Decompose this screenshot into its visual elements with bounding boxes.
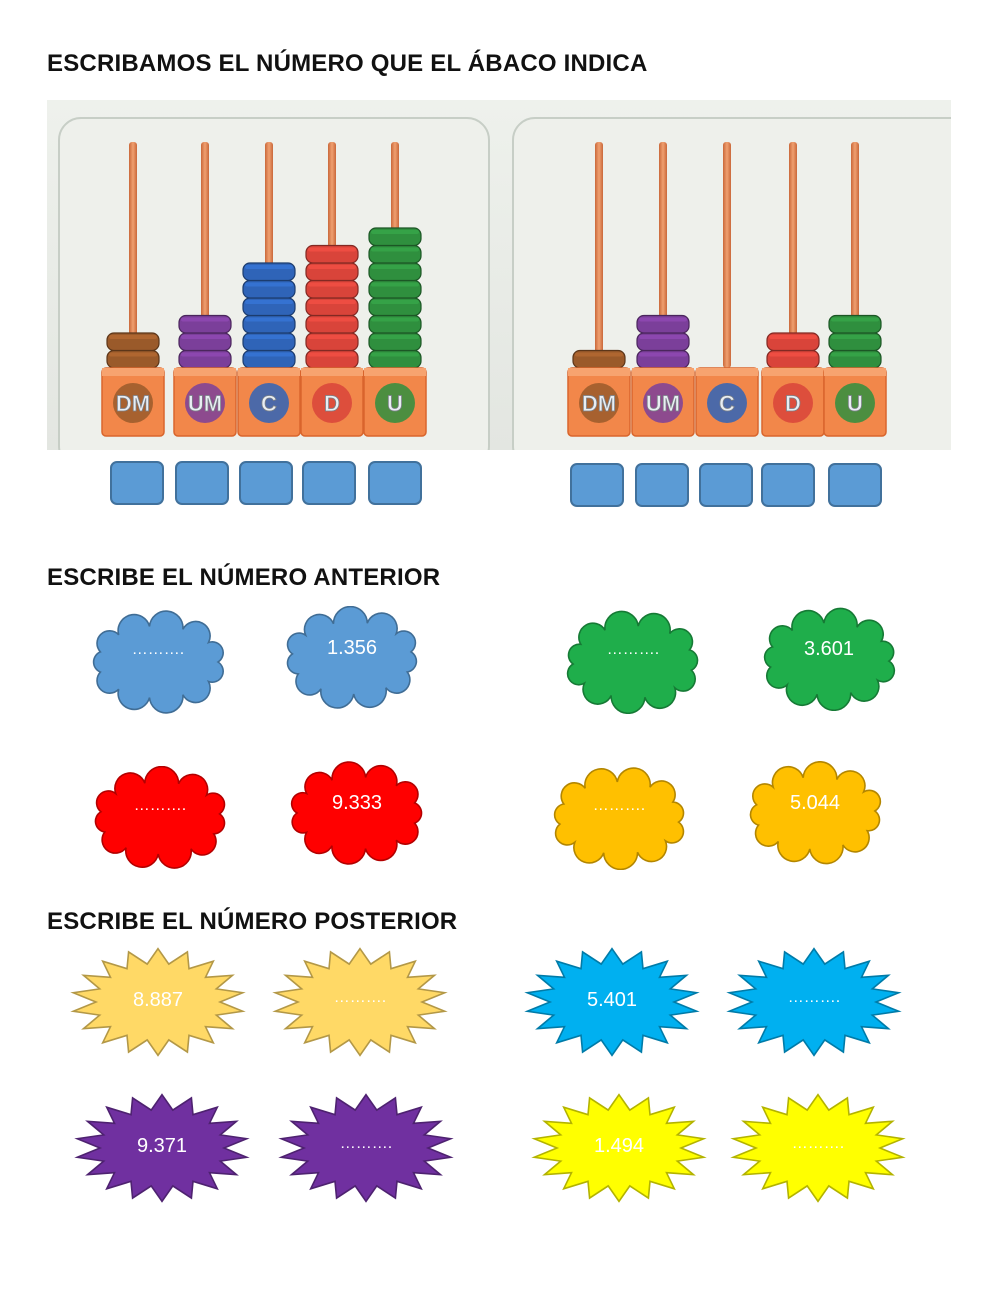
cloud-answer-blank[interactable]: ………. [131,641,185,658]
answer-box-left-c[interactable] [239,461,293,505]
cloud-shape [286,606,418,709]
cloud-given-number: 5.044 [789,792,841,814]
place-label: D [324,391,340,416]
abacus-column-right-d: D [761,142,825,437]
cloud-shape [566,610,699,714]
place-label: UM [188,391,222,416]
cloud-given-number: 3.601 [803,638,855,660]
answer-box-left-dm[interactable] [110,461,164,505]
cloud-shape [763,607,896,711]
abacus-column-left-c: C [237,142,301,437]
burst-shape [272,947,448,1057]
burst-answer-blank[interactable]: ………. [787,989,841,1006]
next-number-section-title: ESCRIBE EL NÚMERO POSTERIOR [47,908,458,935]
answer-box-left-d[interactable] [302,461,356,505]
burst-answer-blank[interactable]: ………. [333,989,387,1006]
place-label: U [847,391,863,416]
burst-shape [730,1093,906,1203]
abacus-column-left-dm: DM [101,142,165,437]
abacus-column-right-c: C [695,142,759,437]
abacus-column-left-u: U [363,142,427,437]
answer-box-left-u[interactable] [368,461,422,505]
cloud-given-number: 9.333 [331,792,383,814]
cloud-shape [92,610,224,714]
answer-box-left-um[interactable] [175,461,229,505]
abacus-column-right-um: UM [631,142,695,437]
burst-given-number: 9.371 [136,1135,188,1157]
answer-box-right-c[interactable] [699,463,753,507]
place-label: C [719,391,735,416]
abacus-column-left-d: D [300,142,364,437]
answer-box-right-um[interactable] [635,463,689,507]
place-label: C [261,391,277,416]
cloud-shape [94,766,226,869]
burst-given-number: 8.887 [132,989,184,1011]
cloud-answer-blank[interactable]: ………. [592,797,646,814]
abacus-photo: DM UM C D U DM UM C D U [47,100,951,450]
burst-shape [531,1093,707,1203]
answer-box-right-u[interactable] [828,463,882,507]
place-label: UM [646,391,680,416]
burst-shape [726,947,902,1057]
answer-box-right-dm[interactable] [570,463,624,507]
burst-shape [74,1093,250,1203]
answer-box-right-d[interactable] [761,463,815,507]
cloud-shape [290,761,423,865]
abacus-column-right-u: U [823,142,887,437]
cloud-answer-blank[interactable]: ………. [606,641,660,658]
cloud-given-number: 1.356 [326,637,378,659]
abacus-column-right-dm: DM [567,142,631,437]
burst-answer-blank[interactable]: ………. [791,1135,845,1152]
burst-shape [70,947,246,1057]
cloud-answer-blank[interactable]: ………. [133,797,187,814]
cloud-shape [749,761,882,865]
burst-answer-blank[interactable]: ………. [339,1135,393,1152]
burst-given-number: 1.494 [593,1135,645,1157]
place-label: DM [116,391,150,416]
cloud-shape [553,767,685,870]
previous-number-section-title: ESCRIBE EL NÚMERO ANTERIOR [47,564,441,591]
place-label: U [387,391,403,416]
abacus-section-title: ESCRIBAMOS EL NÚMERO QUE EL ÁBACO INDICA [47,50,648,77]
burst-given-number: 5.401 [586,989,638,1011]
abacus-column-left-um: UM [173,142,237,437]
place-label: D [785,391,801,416]
burst-shape [524,947,700,1057]
burst-shape [278,1093,454,1203]
place-label: DM [582,391,616,416]
